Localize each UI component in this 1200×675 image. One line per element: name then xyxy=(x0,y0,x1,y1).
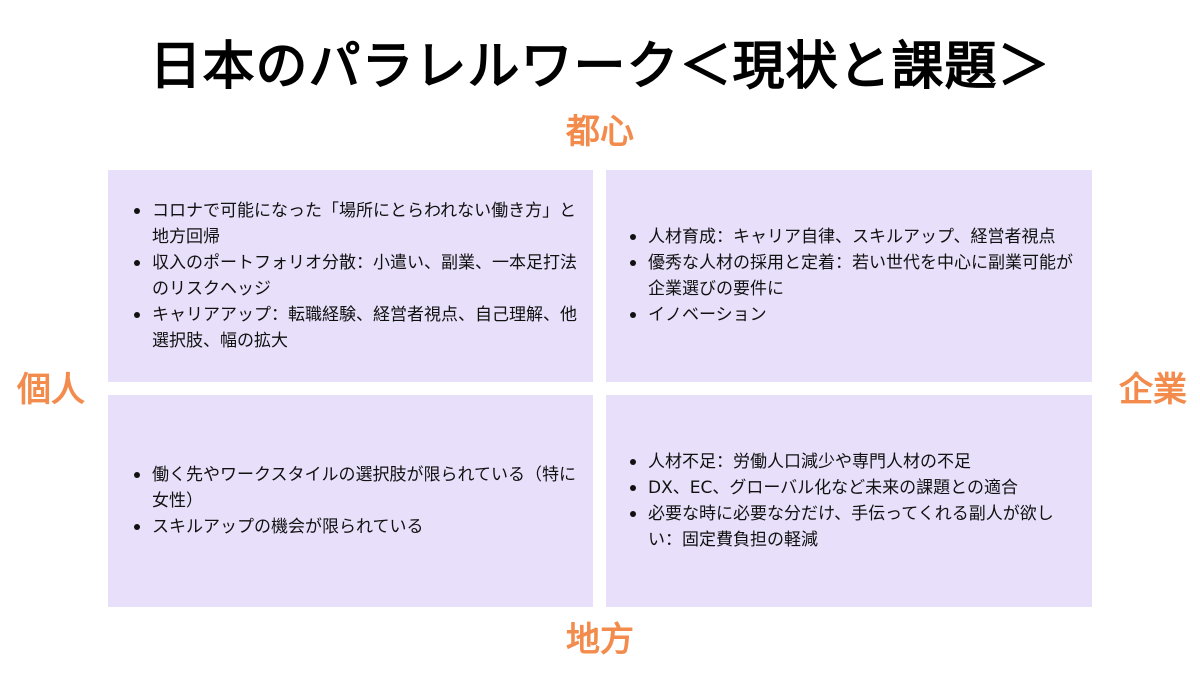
list-item-text: イノベーション xyxy=(648,305,767,325)
list-item: イノベーション xyxy=(628,302,1078,328)
bullet-icon xyxy=(630,312,636,318)
list-item: 人材不足：労働人口減少や専門人材の不足 xyxy=(628,449,1078,475)
bullet-icon xyxy=(134,312,140,318)
list-item-text: 収入のポートフォリオ分散：小遣い、副業、一本足打法のリスクヘッジ xyxy=(152,253,577,299)
list-item-text: キャリアアップ：転職経験、経営者視点、自己理解、他選択肢、幅の拡大 xyxy=(152,305,577,351)
axis-label-left: 個人 xyxy=(17,370,85,410)
quadrant-bottom-right: 人材不足：労働人口減少や専門人材の不足 DX、EC、グローバル化など未来の課題と… xyxy=(606,395,1092,607)
quadrant-bottom-left: 働く先やワークスタイルの選択肢が限られている（特に女性） スキルアップの機会が限… xyxy=(108,395,593,607)
page-title: 日本のパラレルワーク＜現状と課題＞ xyxy=(149,37,1051,97)
list-item-text: 人材育成：キャリア自律、スキルアップ、経営者視点 xyxy=(648,227,1056,247)
axis-label-right: 企業 xyxy=(1119,370,1187,410)
list-item-text: 人材不足：労働人口減少や専門人材の不足 xyxy=(648,452,971,472)
bullet-icon xyxy=(630,511,636,517)
quadrant-list: 人材育成：キャリア自律、スキルアップ、経営者視点 優秀な人材の採用と定着：若い世… xyxy=(628,224,1078,328)
list-item: 優秀な人材の採用と定着：若い世代を中心に副業可能が企業選びの要件に xyxy=(628,250,1078,302)
list-item-text: スキルアップの機会が限られている xyxy=(152,517,424,537)
list-item-text: 必要な時に必要な分だけ、手伝ってくれる副人が欲しい：固定費負担の軽減 xyxy=(648,504,1054,550)
bullet-icon xyxy=(134,472,140,478)
list-item: 人材育成：キャリア自律、スキルアップ、経営者視点 xyxy=(628,224,1078,250)
list-item: 必要な時に必要な分だけ、手伝ってくれる副人が欲しい：固定費負担の軽減 xyxy=(628,501,1078,553)
quadrant-top-right: 人材育成：キャリア自律、スキルアップ、経営者視点 優秀な人材の採用と定着：若い世… xyxy=(606,170,1092,382)
list-item: キャリアアップ：転職経験、経営者視点、自己理解、他選択肢、幅の拡大 xyxy=(132,302,577,354)
list-item-text: 優秀な人材の採用と定着：若い世代を中心に副業可能が企業選びの要件に xyxy=(648,253,1073,299)
bullet-icon xyxy=(630,485,636,491)
quadrant-list: 人材不足：労働人口減少や専門人材の不足 DX、EC、グローバル化など未来の課題と… xyxy=(628,449,1078,553)
quadrant-list: コロナで可能になった「場所にとらわれない働き方」と地方回帰 収入のポートフォリオ… xyxy=(132,198,577,354)
axis-label-bottom: 地方 xyxy=(566,620,634,660)
list-item-text: 働く先やワークスタイルの選択肢が限られている（特に女性） xyxy=(152,465,576,511)
bullet-icon xyxy=(134,208,140,214)
axis-label-top: 都心 xyxy=(566,112,634,152)
bullet-icon xyxy=(134,524,140,530)
quadrant-top-left: コロナで可能になった「場所にとらわれない働き方」と地方回帰 収入のポートフォリオ… xyxy=(108,170,593,382)
list-item-text: DX、EC、グローバル化など未来の課題との適合 xyxy=(648,478,1019,498)
bullet-icon xyxy=(630,459,636,465)
list-item: コロナで可能になった「場所にとらわれない働き方」と地方回帰 xyxy=(132,198,577,250)
list-item-text: コロナで可能になった「場所にとらわれない働き方」と地方回帰 xyxy=(152,201,577,247)
list-item: 収入のポートフォリオ分散：小遣い、副業、一本足打法のリスクヘッジ xyxy=(132,250,577,302)
list-item: DX、EC、グローバル化など未来の課題との適合 xyxy=(628,475,1078,501)
bullet-icon xyxy=(630,260,636,266)
list-item: スキルアップの機会が限られている xyxy=(132,514,577,540)
list-item: 働く先やワークスタイルの選択肢が限られている（特に女性） xyxy=(132,462,577,514)
quadrant-list: 働く先やワークスタイルの選択肢が限られている（特に女性） スキルアップの機会が限… xyxy=(132,462,577,540)
bullet-icon xyxy=(134,260,140,266)
bullet-icon xyxy=(630,234,636,240)
